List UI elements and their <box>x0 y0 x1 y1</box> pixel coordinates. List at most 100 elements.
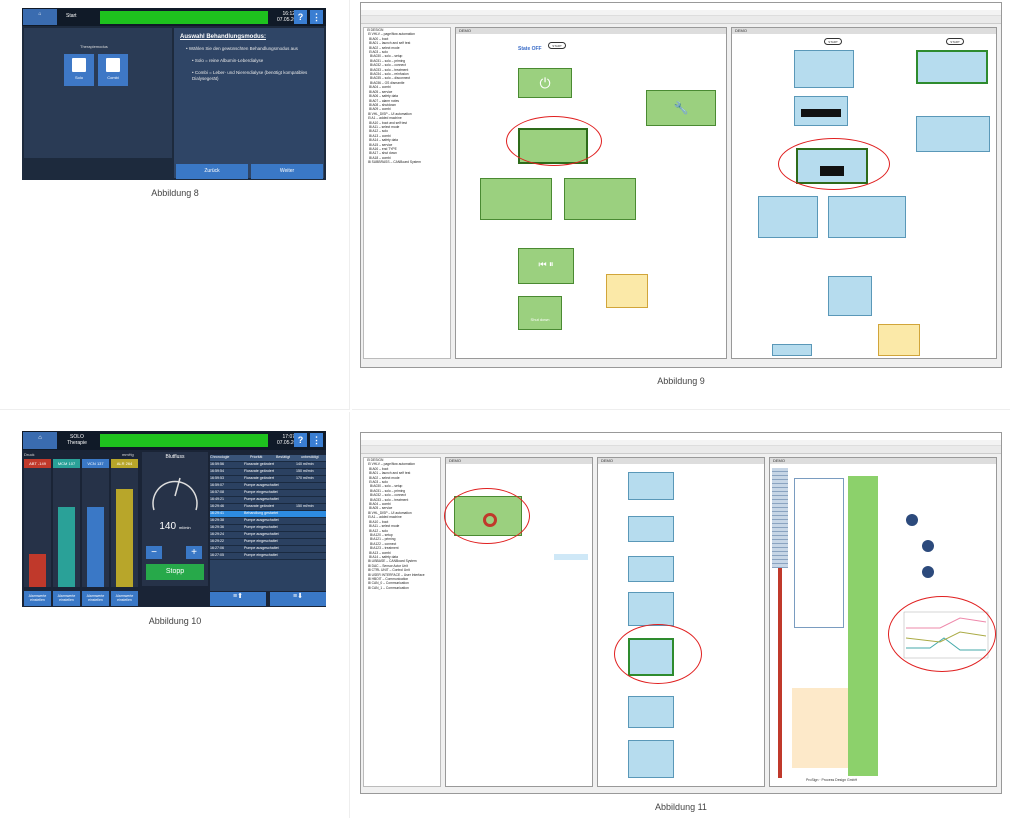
decrease-button[interactable]: − <box>146 546 162 559</box>
start-node[interactable]: START <box>548 42 566 49</box>
solo-button[interactable]: Solo <box>64 54 94 86</box>
diagram-pane-3[interactable]: DEMO ProSign · Process Design GmbH <box>769 457 997 787</box>
help-button[interactable]: ? <box>294 433 307 447</box>
pause-icon: ⏮ ⏸ <box>538 259 554 269</box>
tab-2[interactable]: DEMO <box>598 458 764 464</box>
highlight-circle <box>506 116 602 166</box>
alarm-button-2[interactable]: Alarmwerte einstellen <box>53 591 80 606</box>
combi-icon <box>106 58 120 72</box>
step-box-1[interactable] <box>628 472 674 500</box>
blue-box-1[interactable] <box>794 50 854 88</box>
home-button[interactable]: ⌂ <box>23 9 57 25</box>
blue-box-3[interactable] <box>794 96 848 126</box>
combi-box[interactable] <box>564 178 636 220</box>
home-icon: ⌂ <box>38 11 42 17</box>
scroll-down-button[interactable]: ≡⬇ <box>270 592 326 606</box>
help-button[interactable]: ? <box>294 10 307 24</box>
person-icon-2 <box>922 540 934 552</box>
tab-right[interactable]: DEMO <box>732 28 996 34</box>
next-button[interactable]: Weiter <box>251 164 323 179</box>
back-button[interactable]: Zurück <box>176 164 248 179</box>
menu-button[interactable]: ⋮ <box>310 10 323 24</box>
tree-panel[interactable]: ⊟ DESIGN ⊟ VHLV – page/flow automation ⊞… <box>363 27 451 359</box>
boot-box[interactable]: ⏻ <box>518 68 572 98</box>
solo-label: Solo <box>74 75 83 80</box>
status-bar <box>100 434 268 447</box>
blue-box-8[interactable] <box>828 276 872 316</box>
col-header: MCM 107 <box>53 459 80 468</box>
blue-box-7[interactable] <box>828 196 906 238</box>
shutdown-box[interactable]: Shut down <box>518 296 562 330</box>
step-box-4[interactable] <box>628 592 674 626</box>
info-line-1: • Wählen Sie den gewünschten Behandlungs… <box>186 46 298 51</box>
scroll-up-button[interactable]: ≡⬆ <box>210 592 266 606</box>
tab-left[interactable]: DEMO <box>456 28 726 34</box>
tab-3[interactable]: DEMO <box>770 458 996 464</box>
alarm-button-4[interactable]: Alarmwerte einstellen <box>111 591 138 606</box>
menu-button[interactable]: ⋮ <box>310 433 323 447</box>
diagram-pane-1[interactable]: DEMO <box>444 457 593 787</box>
step-box-2[interactable] <box>628 516 674 542</box>
alarm-button-1[interactable]: Alarmwerte einstellen <box>24 591 51 606</box>
step-box-3[interactable] <box>628 556 674 582</box>
start-node-2b[interactable]: START <box>946 38 964 45</box>
blue-box-4[interactable] <box>916 116 990 152</box>
col-header: ALR 264 <box>111 459 138 468</box>
diagram-pane-right[interactable]: DEMO START START <box>731 27 997 359</box>
pressure-col-alr: ALR 264 <box>111 459 138 587</box>
flow-value: 140 ml/min <box>159 521 191 532</box>
pause-box[interactable]: ⏮ ⏸ <box>518 248 574 284</box>
start-node-2a[interactable]: START <box>824 38 842 45</box>
tab-1[interactable]: DEMO <box>446 458 592 464</box>
flow-panel: Blutfluss 140 ml/min − + Stopp <box>142 452 208 586</box>
mode-panel: Therapiemodus Solo Combi <box>24 28 172 158</box>
toolbar <box>361 446 1001 454</box>
caption-fig10: Abbildung 10 <box>148 616 202 626</box>
step-box-7[interactable] <box>628 740 674 778</box>
blue-box-2[interactable] <box>916 50 988 84</box>
increase-button[interactable]: + <box>186 546 202 559</box>
diagram-pane-2[interactable]: DEMO <box>597 457 765 787</box>
highlight-circle-3 <box>888 596 996 672</box>
shutdown-label: Shut down <box>530 317 550 322</box>
signal-label <box>554 554 588 560</box>
caption-fig11: Abbildung 11 <box>655 802 707 812</box>
alarm-box[interactable] <box>606 274 648 308</box>
service-box[interactable]: 🔧 <box>646 90 716 126</box>
tree-panel[interactable]: ⊟ DESIGN ⊟ VHLV – page/flow automation ⊞… <box>363 457 441 787</box>
alarm-box-2[interactable] <box>878 324 920 356</box>
diagram-pane-left[interactable]: DEMO State OFF START ⏻ 🔧 ⏮ ⏸ Shut down <box>455 27 727 359</box>
blue-box-9[interactable] <box>772 344 812 356</box>
caption-fig8: Abbildung 8 <box>151 188 199 198</box>
mode-label: Therapiemodus <box>80 44 108 49</box>
alarm-button-3[interactable]: Alarmwerte einstellen <box>82 591 109 606</box>
combi-button[interactable]: Combi <box>98 54 128 86</box>
pressure-col-abt: ABT -149 <box>24 459 51 587</box>
stop-button[interactable]: Stopp <box>146 564 204 580</box>
solo-box[interactable] <box>480 178 552 220</box>
component-group <box>794 478 844 628</box>
home-button[interactable]: ⌂ <box>23 432 57 449</box>
step-box-6[interactable] <box>628 696 674 728</box>
blue-box-6[interactable] <box>758 196 818 238</box>
bus-lines <box>772 468 788 568</box>
